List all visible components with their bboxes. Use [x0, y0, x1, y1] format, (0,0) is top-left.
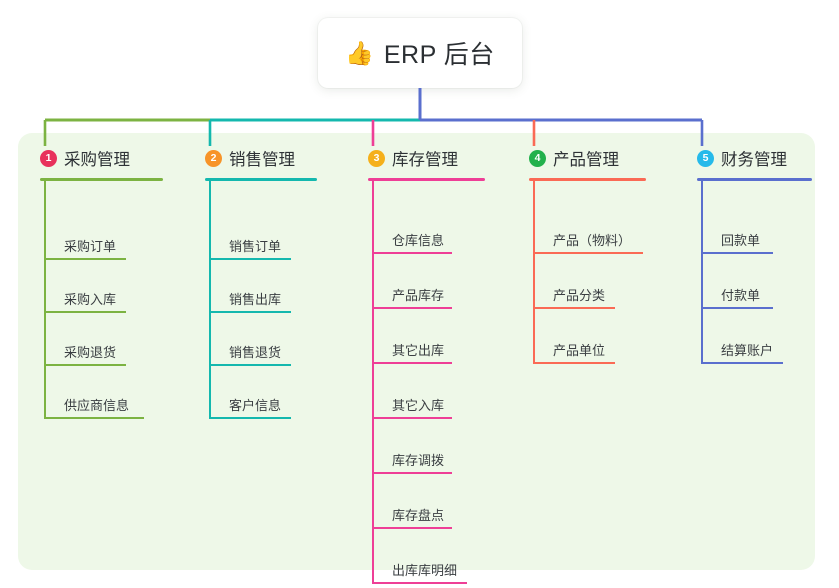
list-item[interactable]: 产品库存: [372, 181, 452, 309]
list-item-underline: [533, 307, 615, 309]
list-item-underline: [533, 252, 643, 254]
list-item-underline: [209, 364, 291, 366]
list-item-underline: [209, 417, 291, 419]
list-item[interactable]: 供应商信息: [44, 181, 144, 419]
column-badge-2: 2: [205, 149, 222, 167]
list-item-underline: [701, 252, 773, 254]
column-title-4: 产品管理: [553, 151, 619, 169]
list-item-underline: [209, 311, 291, 313]
list-item-label: 仓库信息: [392, 233, 445, 248]
column-spine-4: [533, 181, 535, 364]
column-underline-3: [368, 178, 485, 181]
list-item-underline: [44, 311, 126, 313]
list-item-label: 产品库存: [392, 288, 445, 303]
list-item[interactable]: 采购入库: [44, 181, 126, 313]
column-spine-5: [701, 181, 703, 364]
list-item-underline: [372, 472, 452, 474]
list-item-label: 产品（物料）: [553, 233, 632, 248]
list-item-underline: [372, 527, 452, 529]
list-item-label: 其它出库: [392, 343, 445, 358]
list-item-label: 采购退货: [64, 345, 117, 360]
list-item-label: 回款单: [721, 233, 761, 248]
column-underline-1: [40, 178, 163, 181]
column-spine-1: [44, 181, 46, 419]
column-title-2: 销售管理: [229, 151, 295, 169]
list-item-underline: [372, 417, 452, 419]
list-item[interactable]: 回款单: [701, 181, 773, 254]
list-item-underline: [44, 417, 144, 419]
list-item[interactable]: 销售出库: [209, 181, 291, 313]
list-item-label: 库存盘点: [392, 508, 445, 523]
column-title-5: 财务管理: [721, 151, 787, 169]
list-item[interactable]: 其它出库: [372, 181, 452, 364]
column-badge-4: 4: [529, 149, 546, 167]
content-panel: [18, 133, 815, 570]
list-item-underline: [533, 362, 615, 364]
list-item-label: 产品分类: [553, 288, 606, 303]
list-item[interactable]: 付款单: [701, 181, 773, 309]
list-item-underline: [44, 364, 126, 366]
list-item-label: 付款单: [721, 288, 761, 303]
list-item[interactable]: 结算账户: [701, 181, 783, 364]
list-item-label: 供应商信息: [64, 398, 130, 413]
list-item-label: 销售订单: [229, 239, 282, 254]
column-header-1[interactable]: 1 采购管理: [40, 146, 163, 170]
list-item[interactable]: 仓库信息: [372, 181, 452, 254]
column-2: 2 销售管理销售订单销售出库销售退货客户信息: [205, 146, 317, 419]
list-item-underline: [372, 307, 452, 309]
list-item-underline: [701, 307, 773, 309]
column-spine-2: [209, 181, 211, 419]
list-item[interactable]: 客户信息: [209, 181, 291, 419]
column-underline-2: [205, 178, 317, 181]
column-title-3: 库存管理: [392, 151, 458, 169]
list-item[interactable]: 采购退货: [44, 181, 126, 366]
list-item[interactable]: 库存盘点: [372, 181, 452, 529]
column-badge-5: 5: [697, 149, 714, 167]
list-item-label: 库存调拨: [392, 453, 445, 468]
list-item-label: 出库库明细: [392, 563, 458, 578]
list-item[interactable]: 销售订单: [209, 181, 291, 260]
column-header-5[interactable]: 5 财务管理: [697, 146, 812, 170]
list-item-underline: [209, 258, 291, 260]
root-node[interactable]: 👍 ERP 后台: [318, 18, 522, 88]
column-underline-4: [529, 178, 646, 181]
thumbs-up-icon: 👍: [345, 39, 374, 66]
column-5: 5 财务管理回款单付款单结算账户: [697, 146, 812, 364]
column-header-3[interactable]: 3 库存管理: [368, 146, 485, 170]
list-item-label: 销售退货: [229, 345, 282, 360]
column-badge-3: 3: [368, 149, 385, 167]
list-item-label: 产品单位: [553, 343, 606, 358]
list-item[interactable]: 销售退货: [209, 181, 291, 366]
list-item-label: 其它入库: [392, 398, 445, 413]
list-item[interactable]: 其它入库: [372, 181, 452, 419]
column-spine-3: [372, 181, 374, 584]
list-item[interactable]: 采购订单: [44, 181, 126, 260]
column-title-1: 采购管理: [64, 151, 130, 169]
list-item-underline: [372, 582, 467, 584]
column-header-2[interactable]: 2 销售管理: [205, 146, 317, 170]
list-item[interactable]: 产品单位: [533, 181, 615, 364]
list-item[interactable]: 产品分类: [533, 181, 615, 309]
column-4: 4 产品管理产品（物料） 产品分类产品单位: [529, 146, 646, 364]
list-item-label: 结算账户: [721, 343, 774, 358]
list-item-underline: [701, 362, 783, 364]
list-item-underline: [44, 258, 126, 260]
list-item-underline: [372, 252, 452, 254]
list-item-underline: [372, 362, 452, 364]
root-title: ERP 后台: [383, 41, 495, 69]
list-item-label: 销售出库: [229, 292, 282, 307]
list-item-label: 采购订单: [64, 239, 117, 254]
column-3: 3 库存管理仓库信息产品库存其它出库其它入库库存调拨库存盘点出库库明细: [368, 146, 485, 584]
column-underline-5: [697, 178, 812, 181]
column-header-4[interactable]: 4 产品管理: [529, 146, 646, 170]
list-item[interactable]: 出库库明细: [372, 181, 467, 584]
column-1: 1 采购管理采购订单采购入库采购退货供应商信息: [40, 146, 163, 419]
list-item-label: 客户信息: [229, 398, 282, 413]
list-item[interactable]: 产品（物料）: [533, 181, 643, 254]
column-badge-1: 1: [40, 149, 57, 167]
list-item[interactable]: 库存调拨: [372, 181, 452, 474]
list-item-label: 采购入库: [64, 292, 117, 307]
